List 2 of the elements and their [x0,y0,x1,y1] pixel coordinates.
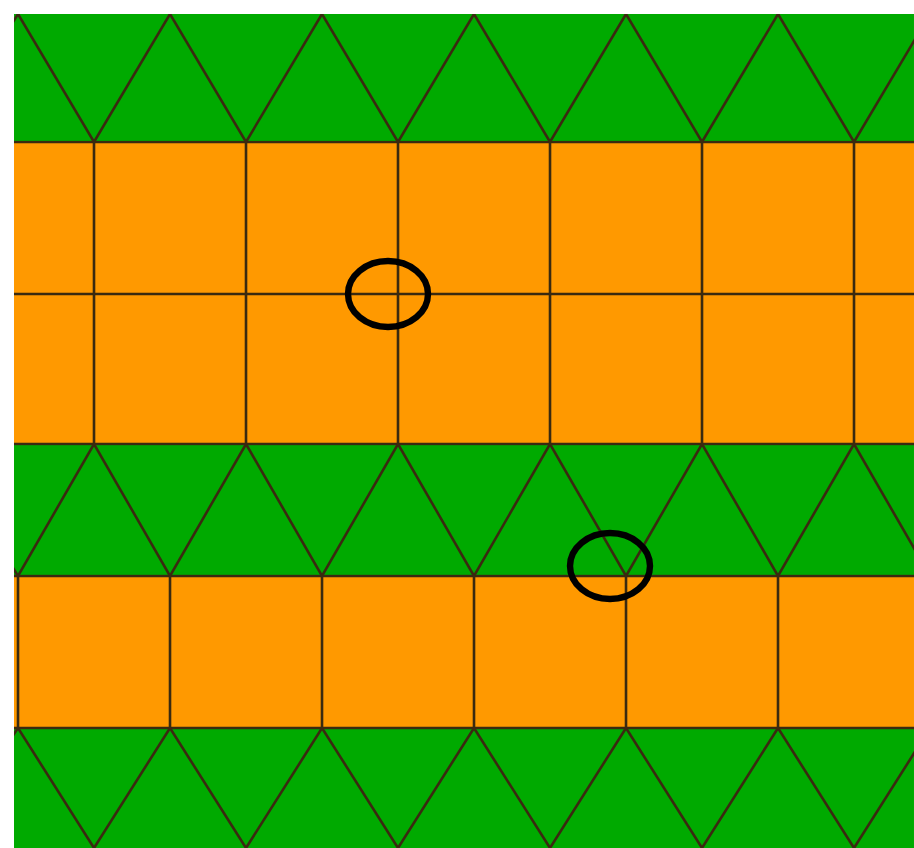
marker-circle [566,529,654,603]
marker-circle [344,257,432,331]
